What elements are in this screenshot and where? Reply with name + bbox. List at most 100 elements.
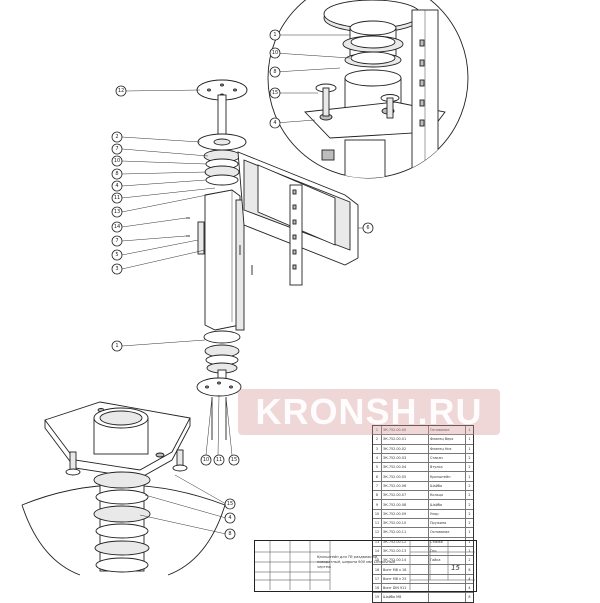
- svg-text:5: 5: [115, 252, 118, 258]
- spec-cell-n: 14: [373, 546, 382, 556]
- spec-cell-name: Пружина: [429, 518, 466, 528]
- spec-cell-qty: 2: [468, 493, 471, 498]
- detail-view-bottom: [21, 401, 226, 576]
- callout-1: 1: [111, 340, 123, 352]
- callout-2: 2: [111, 131, 123, 143]
- spec-cell-n: 12: [373, 528, 382, 537]
- spec-cell-code: ЭК.752.00.04: [382, 463, 429, 472]
- svg-text:11: 11: [216, 457, 222, 463]
- spec-cell-n: 7: [373, 481, 382, 491]
- spec-cell-n: 18: [373, 584, 382, 593]
- spec-cell-name: Основание: [429, 528, 466, 537]
- spec-cell-name: Шайба: [429, 500, 466, 509]
- spec-cell-qty: 1: [468, 428, 471, 433]
- spec-cell-code: ЭК.752.00.08: [382, 500, 429, 509]
- spec-cell-code: ЭК.752.00.14: [382, 556, 429, 565]
- spec-cell-name: Втулка: [429, 463, 466, 472]
- spec-cell-name: Кольцо: [429, 491, 466, 500]
- spec-cell-n: 15: [373, 556, 382, 565]
- callout-detail-top-8: 8: [269, 66, 281, 78]
- spec-cell-name: Стойка: [429, 537, 466, 546]
- spec-cell-qty: 2: [468, 456, 471, 461]
- svg-text:14: 14: [114, 224, 120, 230]
- spec-cell-qty: 4: [468, 576, 471, 581]
- svg-text:1: 1: [115, 343, 118, 349]
- callout-11: 11: [111, 192, 123, 204]
- spec-cell-n: 13: [373, 537, 382, 546]
- svg-text:15: 15: [231, 457, 237, 463]
- spec-cell-code: Винт М8 х 25: [382, 574, 429, 584]
- svg-text:8: 8: [228, 531, 231, 537]
- callout-8: 8: [111, 168, 123, 180]
- spec-cell-code: ЭК.752.00.11: [382, 528, 429, 537]
- spec-cell-code: ЭК.752.00.03: [382, 453, 429, 463]
- svg-text:1: 1: [273, 32, 276, 38]
- drawing-title: Кронштейн для ТВ раздвижной, поворотный,…: [317, 555, 395, 569]
- watermark-text: KRONSH.RU: [255, 391, 483, 432]
- callout-detail-top-10: 10: [269, 47, 281, 59]
- spec-cell-qty: 1: [468, 549, 471, 553]
- svg-text:4: 4: [273, 120, 276, 126]
- svg-text:4: 4: [228, 515, 231, 521]
- title-block: Кронштейн для ТВ раздвижной, поворотный,…: [254, 540, 477, 592]
- svg-text:15: 15: [227, 501, 233, 507]
- spec-cell-qty: 1: [468, 530, 471, 535]
- spec-cell-code: Винт М8 х 16: [382, 565, 429, 574]
- spec-cell-qty: 8: [468, 595, 471, 600]
- spec-cell-name: Фланец Низ: [429, 444, 466, 453]
- callout-7-second: 7: [111, 235, 123, 247]
- svg-text:8: 8: [273, 69, 276, 75]
- callout-detail-top-1: 1: [269, 29, 281, 41]
- callout-10: 10: [111, 155, 123, 167]
- svg-text:7: 7: [115, 238, 118, 244]
- callout-detail-bottom-8: 8: [224, 528, 236, 540]
- spec-cell-qty: 2: [468, 465, 471, 470]
- spec-cell-n: 11: [373, 518, 382, 528]
- svg-text:10: 10: [114, 158, 120, 164]
- svg-text:13: 13: [114, 209, 120, 215]
- spec-cell-qty: 1: [468, 539, 471, 544]
- callout-detail-top-15: 15: [269, 87, 281, 99]
- spec-cell-code: ЭК.752.00.05: [382, 472, 429, 481]
- spec-cell-qty: 2: [468, 483, 471, 488]
- spec-cell-code: Винт DIN 912: [382, 584, 429, 593]
- spec-cell-n: 17: [373, 574, 382, 584]
- spec-cell-n: 3: [373, 444, 382, 453]
- callout-13: 13: [111, 206, 123, 218]
- spec-cell-n: 6: [373, 472, 382, 481]
- callout-detail-bottom-4: 4: [224, 512, 236, 524]
- callout-7: 7: [111, 143, 123, 155]
- spec-cell-name: Гайка: [429, 556, 466, 565]
- callout-6: 6: [362, 222, 374, 234]
- spec-cell-n: 1: [373, 426, 382, 435]
- spec-cell-name: Шайба: [429, 481, 466, 491]
- leader-lines: [121, 34, 365, 535]
- spec-cell-name: [429, 565, 466, 574]
- spec-cell-name: Ось: [429, 546, 466, 556]
- spec-cell-code: ЭК.752.00.02: [382, 444, 429, 453]
- spec-cell-qty: 2: [468, 502, 471, 507]
- spec-cell-code: ЭК.752.00.09: [382, 509, 429, 518]
- spec-cell-name: [429, 574, 466, 584]
- spec-cell-name: Основание: [429, 426, 466, 435]
- spec-cell-code: ЭК.752.00.10: [382, 518, 429, 528]
- callout-14: 14: [111, 221, 123, 233]
- svg-text:2: 2: [115, 134, 118, 140]
- spec-cell-qty: 2: [468, 511, 471, 516]
- spec-cell-qty: 2: [468, 558, 471, 563]
- svg-text:7: 7: [115, 146, 118, 152]
- callout-12: 12: [115, 85, 127, 97]
- callouts: 12 2 7 10 8 4 11 13 14 7 5 3 6 1 10 11 1…: [111, 29, 374, 540]
- spec-cell-code: ЭК.752.00.06: [382, 481, 429, 491]
